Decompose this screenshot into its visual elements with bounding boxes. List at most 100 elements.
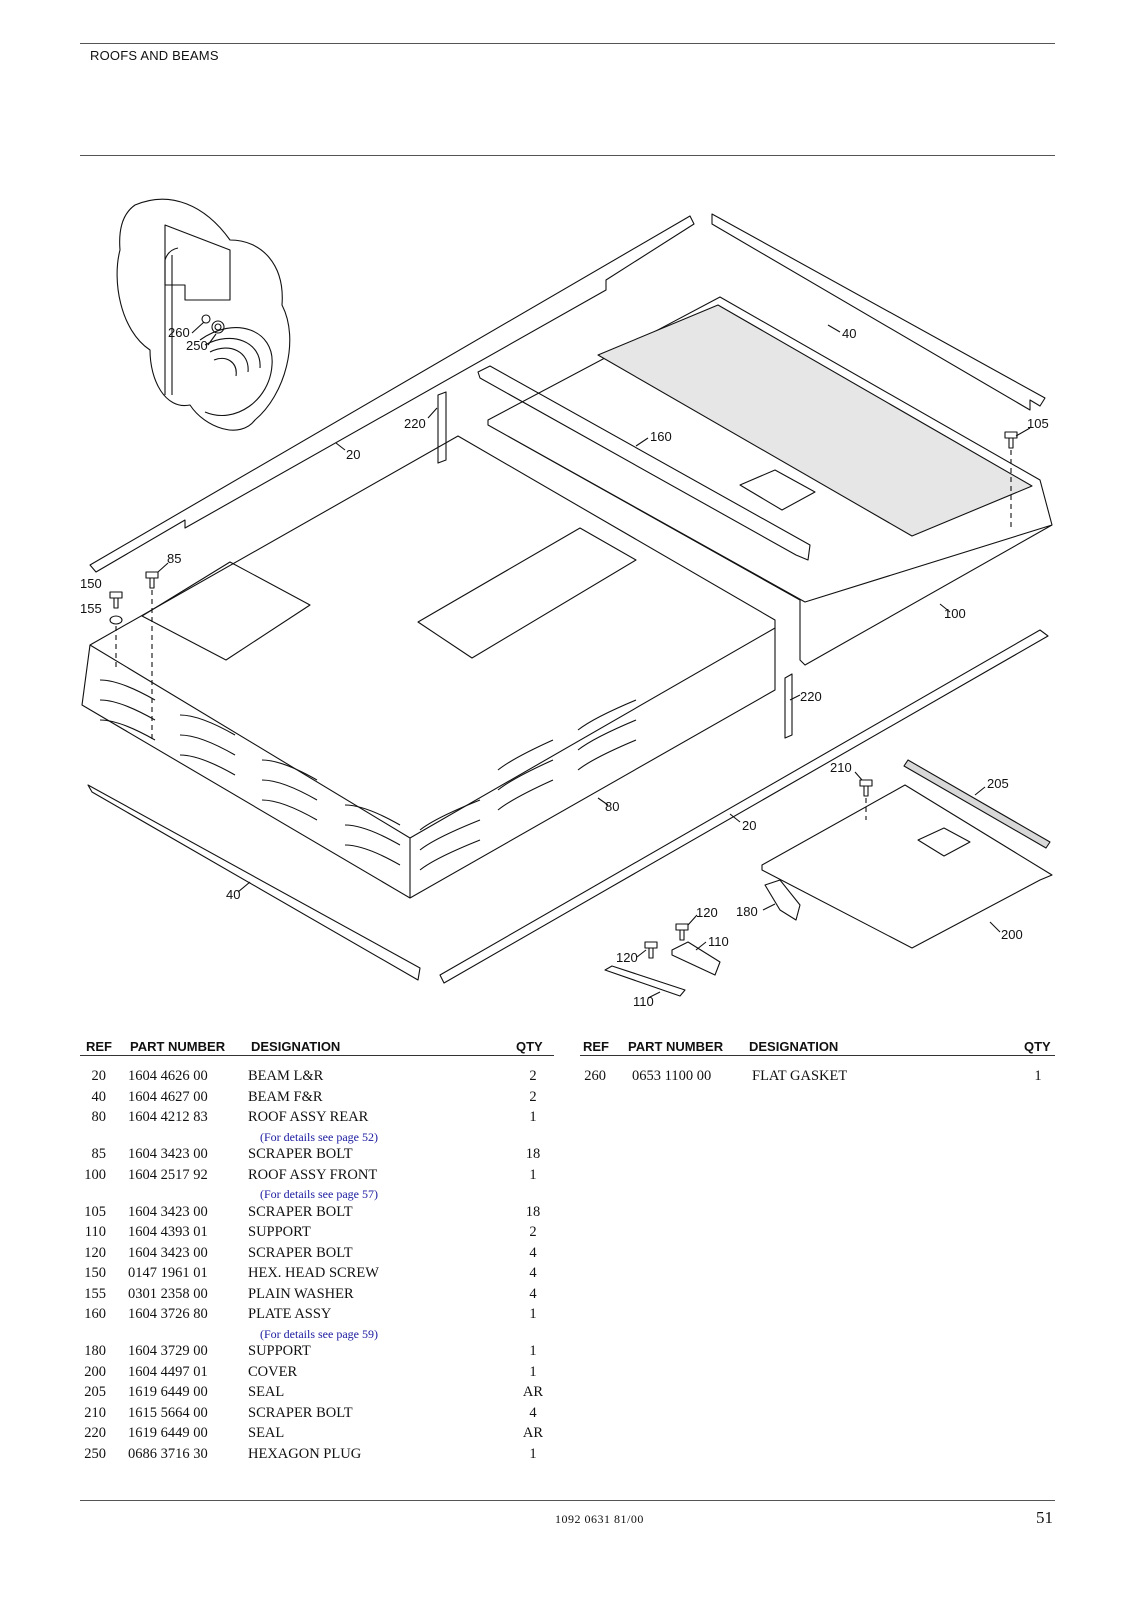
table-row: 150 0147 1961 01 HEX. HEAD SCREW 4 xyxy=(80,1265,554,1286)
header-bottom-rule xyxy=(80,155,1055,156)
callout-220-upper: 220 xyxy=(404,416,426,431)
detail-note-row: (For details see page 57) xyxy=(80,1187,554,1204)
qty-cell: AR xyxy=(522,1384,544,1400)
designation-cell: COVER xyxy=(248,1363,298,1380)
part-number-cell: 0147 1961 01 xyxy=(128,1265,208,1281)
qty-cell: 18 xyxy=(525,1203,541,1220)
qty-cell: 4 xyxy=(529,1265,537,1281)
detail-note: (For details see page 57) xyxy=(260,1187,378,1201)
part-number-cell: 0686 3716 30 xyxy=(128,1445,208,1462)
roof-assy-rear-80 xyxy=(81,435,776,899)
roof-assy-front-100 xyxy=(487,296,1053,666)
ref-cell: 250 xyxy=(84,1445,106,1462)
detail-note-row: (For details see page 59) xyxy=(80,1327,554,1344)
detail-inset-outline xyxy=(116,198,291,431)
ref-cell: 160 xyxy=(84,1306,106,1322)
ref-cell: 80 xyxy=(91,1109,107,1125)
qty-cell: 1 xyxy=(529,1166,537,1183)
bolts xyxy=(109,431,1018,959)
qty-cell: AR xyxy=(522,1425,544,1441)
col-part-number: PART NUMBER xyxy=(130,1039,226,1054)
callout-155: 155 xyxy=(80,601,102,616)
callout-205: 205 xyxy=(987,776,1009,791)
qty-cell: 1 xyxy=(1034,1068,1042,1084)
assembly-lines xyxy=(115,450,1012,820)
ref-cell: 100 xyxy=(84,1166,106,1183)
callout-labels: 260 250 220 20 160 40 105 85 150 155 100… xyxy=(80,325,1049,1009)
qty-cell: 2 xyxy=(529,1088,537,1105)
callout-110-lower: 110 xyxy=(633,994,654,1009)
callout-220-lower: 220 xyxy=(800,689,822,704)
part-number-cell: 1615 5664 00 xyxy=(128,1404,208,1421)
designation-cell: BEAM F&R xyxy=(248,1088,323,1105)
designation-cell: ROOF ASSY REAR xyxy=(248,1109,369,1125)
callout-80: 80 xyxy=(605,799,619,814)
ref-cell: 155 xyxy=(84,1285,106,1302)
designation-cell: SUPPORT xyxy=(248,1343,311,1359)
designation-cell: BEAM L&R xyxy=(248,1068,324,1084)
part-number-cell: 1604 4627 00 xyxy=(128,1088,208,1105)
exploded-parts-diagram: 260 250 220 20 160 40 105 85 150 155 100… xyxy=(80,198,1053,1009)
part-number-cell: 1604 3423 00 xyxy=(128,1146,208,1162)
callout-200: 200 xyxy=(1001,927,1023,942)
part-number-cell: 1604 4393 01 xyxy=(128,1224,208,1240)
detail-note-row: (For details see page 52) xyxy=(80,1130,554,1147)
top-rule xyxy=(80,43,1055,44)
callout-20-rear: 20 xyxy=(346,447,360,462)
designation-cell: SUPPORT xyxy=(248,1224,311,1240)
callout-210: 210 xyxy=(830,760,852,775)
detail-gasket-260 xyxy=(201,314,211,324)
qty-cell: 1 xyxy=(529,1445,537,1462)
part-number-cell: 1604 4497 01 xyxy=(128,1363,208,1380)
seal-220-upper xyxy=(437,391,447,464)
part-number-cell: 1604 3423 00 xyxy=(128,1244,208,1261)
col-qty: QTY xyxy=(516,1039,543,1054)
qty-cell: 1 xyxy=(529,1363,537,1380)
part-number-cell: 1604 3423 00 xyxy=(128,1203,208,1220)
callout-105: 105 xyxy=(1027,416,1049,431)
support-180 xyxy=(764,879,801,921)
callout-260: 260 xyxy=(168,325,190,340)
qty-cell: 1 xyxy=(529,1343,537,1359)
detail-note: (For details see page 59) xyxy=(260,1326,378,1341)
ref-cell: 150 xyxy=(84,1265,106,1281)
part-number-cell: 1604 3729 00 xyxy=(128,1343,208,1359)
beam-20-rear xyxy=(89,215,695,573)
designation-cell: SCRAPER BOLT xyxy=(248,1244,353,1261)
footer-rule xyxy=(80,1500,1055,1501)
roof-front-plate xyxy=(739,469,816,511)
ref-cell: 105 xyxy=(84,1203,106,1220)
callout-180: 180 xyxy=(736,904,758,919)
designation-cell: PLATE ASSY xyxy=(248,1306,332,1322)
col-ref: REF xyxy=(583,1039,609,1054)
callout-110-upper: 110 xyxy=(708,934,729,949)
rear-panel-left xyxy=(141,561,311,661)
part-number-cell: 1604 4626 00 xyxy=(128,1068,208,1084)
roof-front-opening xyxy=(597,304,1033,537)
qty-cell: 4 xyxy=(529,1244,537,1261)
designation-cell: FLAT GASKET xyxy=(752,1068,848,1084)
louvers xyxy=(99,679,637,871)
callout-40-front: 40 xyxy=(226,887,240,902)
qty-cell: 4 xyxy=(529,1404,537,1421)
part-number-cell: 1619 6449 00 xyxy=(128,1384,208,1400)
designation-cell: HEX. HEAD SCREW xyxy=(248,1265,379,1281)
qty-cell: 4 xyxy=(529,1285,537,1302)
page-number: 51 xyxy=(1036,1508,1053,1527)
designation-cell: SCRAPER BOLT xyxy=(248,1404,353,1421)
qty-cell: 1 xyxy=(529,1109,537,1125)
detail-hose xyxy=(199,327,273,417)
plate-assy-160 xyxy=(477,365,811,561)
col-designation: DESIGNATION xyxy=(749,1039,839,1054)
